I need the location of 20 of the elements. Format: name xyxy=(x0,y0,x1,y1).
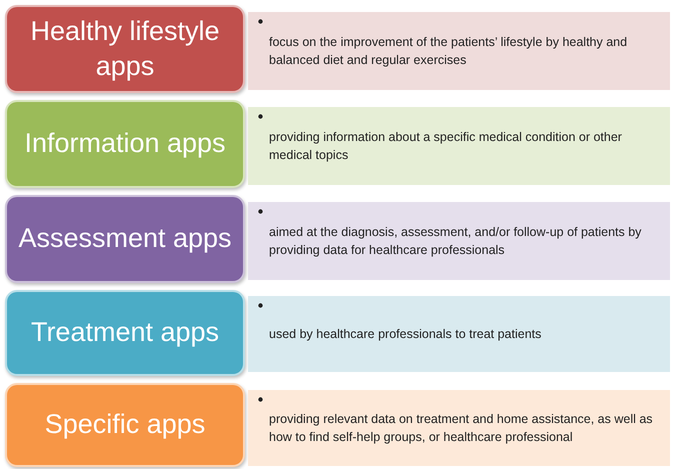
category-box xyxy=(5,100,245,188)
description-panel xyxy=(248,202,670,280)
category-title: Treatment apps xyxy=(30,316,220,350)
description-text: providing information about a specific medical condition or other medical topics xyxy=(269,128,623,164)
category-box xyxy=(5,5,245,93)
description-text: used by healthcare professionals to treat patients xyxy=(269,326,542,343)
category-box xyxy=(5,383,245,467)
description-panel xyxy=(248,12,670,90)
description-text: focus on the improvement of the patients’ lifestyle by healthy and balanced diet and regular exercises xyxy=(269,34,628,69)
category-title: Healthy lifestyle apps xyxy=(29,14,221,83)
description-panel xyxy=(248,107,670,185)
category-title: Specific apps xyxy=(44,408,206,442)
category-title: Information apps xyxy=(23,127,227,160)
description-text: aimed at the diagnosis, assessment, and/or follow-up of patients by providing data for healthcare professionals xyxy=(269,224,642,259)
category-box xyxy=(5,195,245,283)
description-panel xyxy=(248,296,670,372)
description-panel xyxy=(248,390,670,466)
category-box xyxy=(5,290,245,376)
description-text: providing relevant data on treatment and home assistance, as well as how to find self-help groups, or healthcare professional xyxy=(269,410,654,446)
category-title: Assessment apps xyxy=(17,222,233,256)
